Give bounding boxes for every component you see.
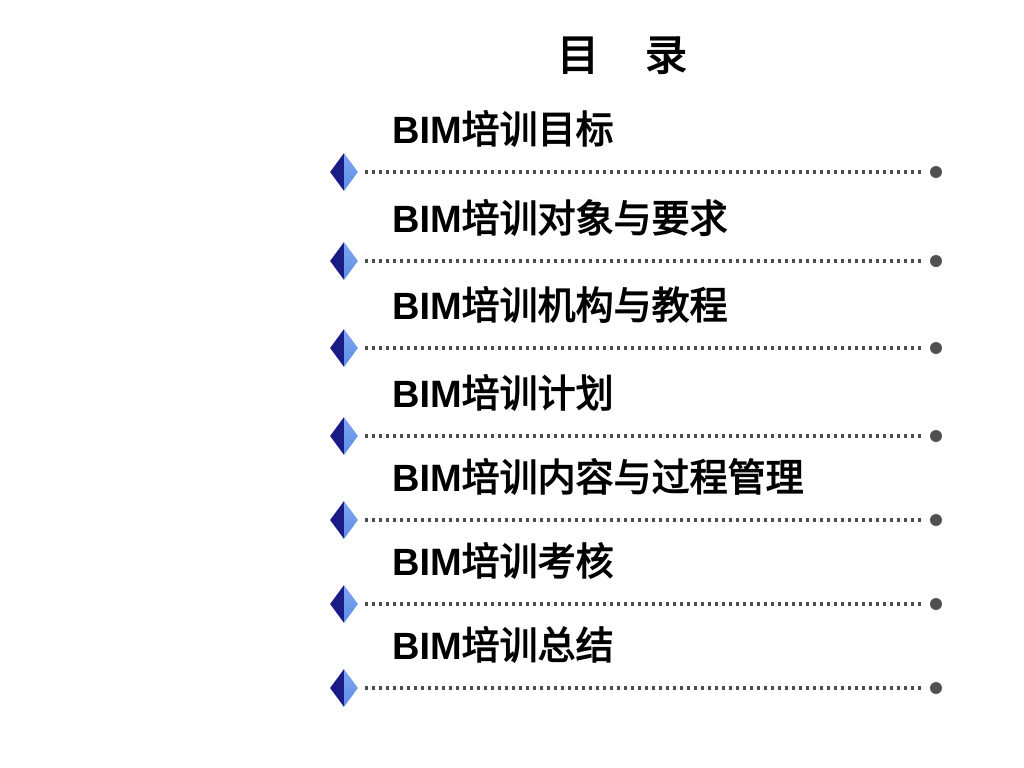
- diamond-bullet-icon: [330, 242, 358, 280]
- toc-item-label: BIM培训总结: [392, 626, 614, 668]
- page-title: 目 录: [556, 32, 690, 79]
- toc-leader-row: [330, 417, 942, 455]
- toc-item-label: BIM培训对象与要求: [392, 199, 728, 241]
- toc-item-1: BIM培训目标: [330, 109, 942, 191]
- dotted-line: [365, 686, 925, 690]
- toc-leader-row: [330, 242, 942, 280]
- toc-leader-row: [330, 585, 942, 623]
- toc-item-label: BIM培训计划: [392, 374, 614, 416]
- toc-item-2: BIM培训对象与要求: [330, 198, 942, 280]
- toc-item-3: BIM培训机构与教程: [330, 285, 942, 367]
- toc-item-label: BIM培训考核: [392, 542, 614, 584]
- end-dot-icon: [930, 342, 942, 354]
- dotted-line: [365, 602, 925, 606]
- toc-item-6: BIM培训考核: [330, 541, 942, 623]
- diamond-bullet-icon: [330, 329, 358, 367]
- end-dot-icon: [930, 255, 942, 267]
- toc-leader-row: [330, 669, 942, 707]
- dotted-line: [365, 518, 925, 522]
- end-dot-icon: [930, 598, 942, 610]
- diamond-bullet-icon: [330, 669, 358, 707]
- toc-item-label: BIM培训机构与教程: [392, 286, 728, 328]
- end-dot-icon: [930, 166, 942, 178]
- diamond-bullet-icon: [330, 153, 358, 191]
- toc-item-5: BIM培训内容与过程管理: [330, 457, 942, 539]
- toc-item-label: BIM培训目标: [392, 110, 614, 152]
- toc-item-label: BIM培训内容与过程管理: [392, 458, 804, 500]
- diamond-bullet-icon: [330, 501, 358, 539]
- toc-item-4: BIM培训计划: [330, 373, 942, 455]
- toc-leader-row: [330, 153, 942, 191]
- end-dot-icon: [930, 430, 942, 442]
- diamond-bullet-icon: [330, 585, 358, 623]
- dotted-line: [365, 259, 925, 263]
- end-dot-icon: [930, 514, 942, 526]
- toc-leader-row: [330, 329, 942, 367]
- diamond-bullet-icon: [330, 417, 358, 455]
- end-dot-icon: [930, 682, 942, 694]
- dotted-line: [365, 434, 925, 438]
- toc-item-7: BIM培训总结: [330, 625, 942, 707]
- dotted-line: [365, 170, 925, 174]
- dotted-line: [365, 346, 925, 350]
- toc-leader-row: [330, 501, 942, 539]
